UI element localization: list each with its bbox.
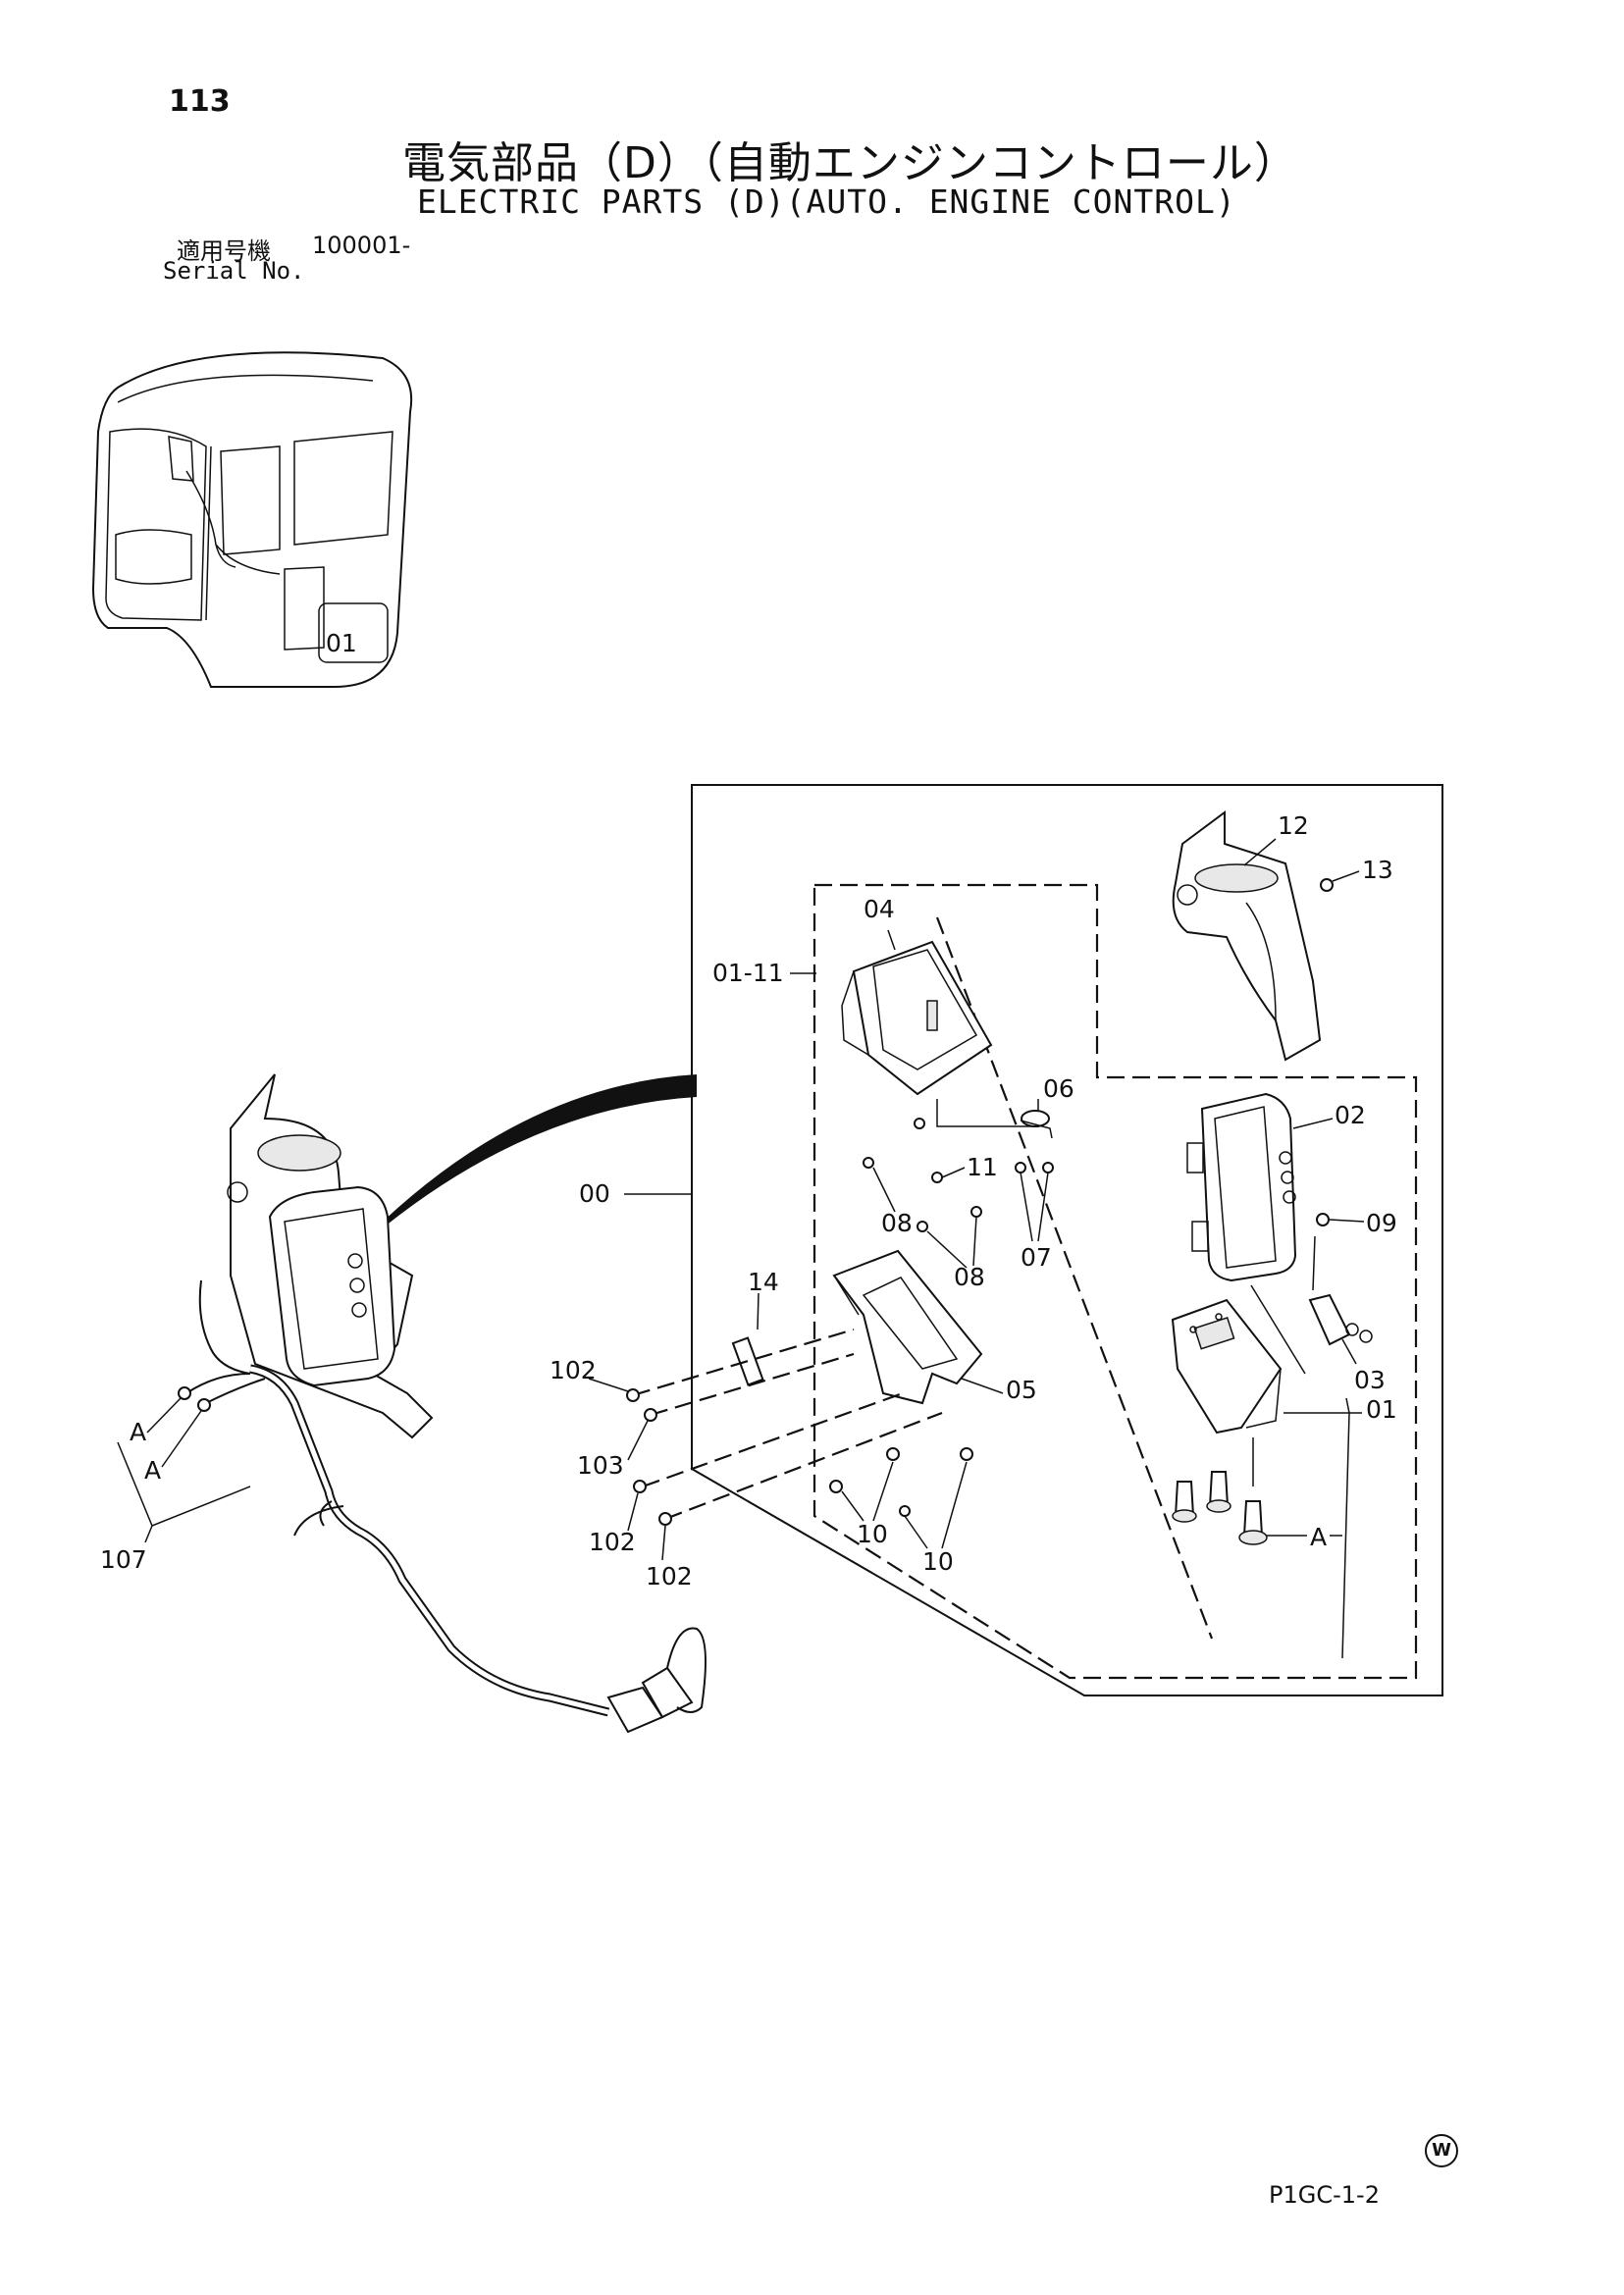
callout-10-a: 10 <box>857 1520 888 1548</box>
callout-08-a: 08 <box>881 1209 913 1237</box>
w-mark-symbol: W <box>1425 2134 1458 2167</box>
callout-07: 07 <box>1021 1243 1052 1272</box>
callout-01-11: 01-11 <box>712 959 784 987</box>
callout-a-left-2: A <box>144 1456 161 1485</box>
callout-a-right: A <box>1310 1523 1327 1551</box>
callout-05: 05 <box>1006 1376 1037 1404</box>
detail-arrow <box>383 1074 697 1226</box>
callout-00: 00 <box>579 1179 610 1208</box>
title-english: ELECTRIC PARTS (D)(AUTO. ENGINE CONTROL) <box>417 183 1236 221</box>
serial-label-japanese: 適用号機 <box>177 237 271 265</box>
callout-04: 04 <box>864 895 895 923</box>
part-03-plate <box>1308 1293 1373 1346</box>
cab-overview-illustration: 01 <box>91 351 413 688</box>
callout-01: 01 <box>1366 1395 1397 1424</box>
callout-a-left-1: A <box>130 1418 146 1446</box>
callout-06: 06 <box>1043 1074 1074 1103</box>
callout-13: 13 <box>1362 856 1393 884</box>
callout-09: 09 <box>1366 1209 1397 1237</box>
callout-10-b: 10 <box>922 1547 954 1576</box>
callout-103: 103 <box>577 1451 624 1480</box>
document-code: P1GC-1-2 <box>1269 2181 1380 2209</box>
callout-12: 12 <box>1278 811 1309 840</box>
callout-102-c: 102 <box>646 1562 693 1591</box>
part-13-screw <box>1320 878 1334 892</box>
screws-10 <box>829 1447 973 1517</box>
part-12-column-cover <box>1172 810 1322 1062</box>
callout-102-b: 102 <box>589 1528 636 1556</box>
part-04-cover <box>841 940 993 1096</box>
wiring-harness <box>178 1279 707 1734</box>
part-14-clamp <box>731 1336 764 1386</box>
detail-frame <box>691 784 1443 1696</box>
part-02-controller <box>1186 1092 1297 1282</box>
page-number: 113 <box>169 84 231 119</box>
callout-14: 14 <box>748 1268 779 1296</box>
serial-value: 100001- <box>312 232 411 259</box>
assembled-controller-illustration <box>227 1073 434 1439</box>
callout-11: 11 <box>967 1153 998 1181</box>
callout-107: 107 <box>100 1545 147 1574</box>
subassembly-01-11-outline <box>812 883 1418 1680</box>
cab-mark-label: 01 <box>326 629 357 657</box>
connector-pins <box>1172 1471 1268 1545</box>
title-japanese: 電気部品（D）（自動エンジンコントロール） <box>402 138 1298 188</box>
callout-102-a: 102 <box>550 1356 597 1384</box>
part-05-bracket <box>832 1249 983 1405</box>
callout-03: 03 <box>1354 1366 1386 1394</box>
fastener-guide-lines <box>632 1328 943 1521</box>
bolts-102-103 <box>626 1388 672 1526</box>
part-01-unit <box>1171 1298 1283 1434</box>
callout-02: 02 <box>1335 1101 1366 1129</box>
part-06-switch <box>1015 1110 1054 1174</box>
callout-08-b: 08 <box>954 1263 985 1291</box>
serial-label-english: Serial No. <box>163 257 305 285</box>
part-09-screw <box>1316 1213 1330 1226</box>
